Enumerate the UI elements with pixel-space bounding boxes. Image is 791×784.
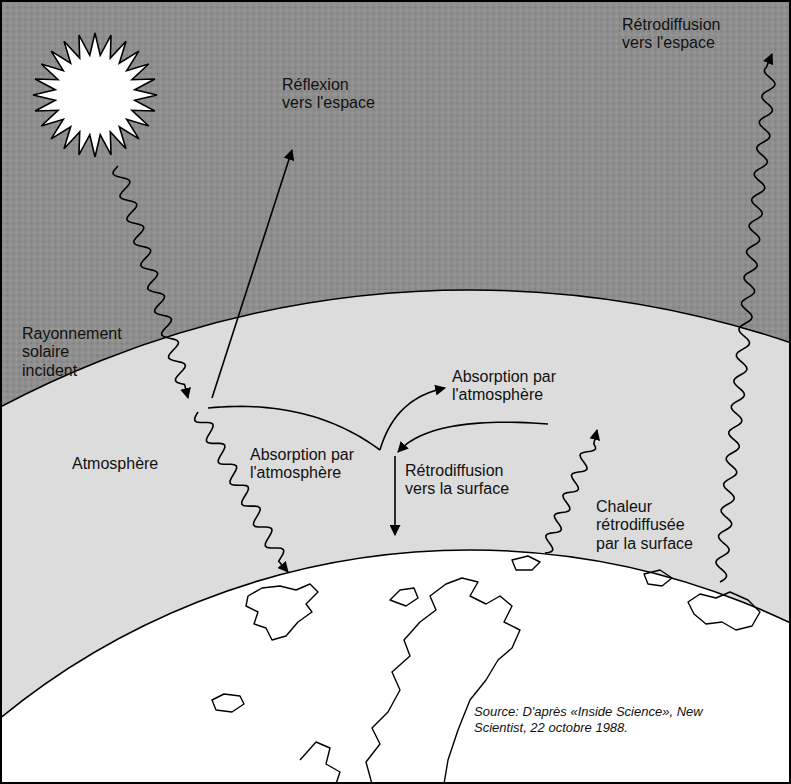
- absorption-arrow: [398, 422, 548, 452]
- absorption-arrow: [208, 406, 380, 450]
- radiation-label: Chaleur rétrodiffusée par la surface: [596, 498, 704, 553]
- surface-heat-arrow: [545, 430, 597, 553]
- radiation-label: Rétrodiffusion vers l'espace: [622, 16, 732, 53]
- radiation-label: Absorption par l'atmosphère: [452, 368, 566, 405]
- radiation-label: Réflexion vers l'espace: [282, 76, 380, 113]
- sun-disc: [57, 57, 133, 133]
- reflection-arrow: [212, 150, 292, 398]
- continent-outlines: [212, 556, 760, 784]
- back-scatter-arrow: [394, 456, 396, 535]
- radiation-label: Rétrodiffusion vers la surface: [405, 462, 517, 499]
- incoming-radiation-arrow: [113, 166, 188, 398]
- atmosphere-band: [0, 290, 791, 784]
- radiation-arrows: [113, 54, 775, 582]
- radiation-label: Atmosphère: [72, 455, 182, 473]
- escape-heat-arrow: [716, 54, 775, 582]
- radiation-label: Absorption par l'atmosphère: [250, 446, 362, 483]
- source-caption: Source: D'après «Inside Science», New Sc…: [474, 704, 724, 737]
- earth-surface: [0, 550, 791, 784]
- radiation-label: Rayonnement solaire incident: [22, 325, 126, 380]
- transmitted-radiation-arrow: [195, 412, 288, 572]
- sun-rays: [33, 33, 157, 157]
- sun-symbol: [33, 33, 157, 157]
